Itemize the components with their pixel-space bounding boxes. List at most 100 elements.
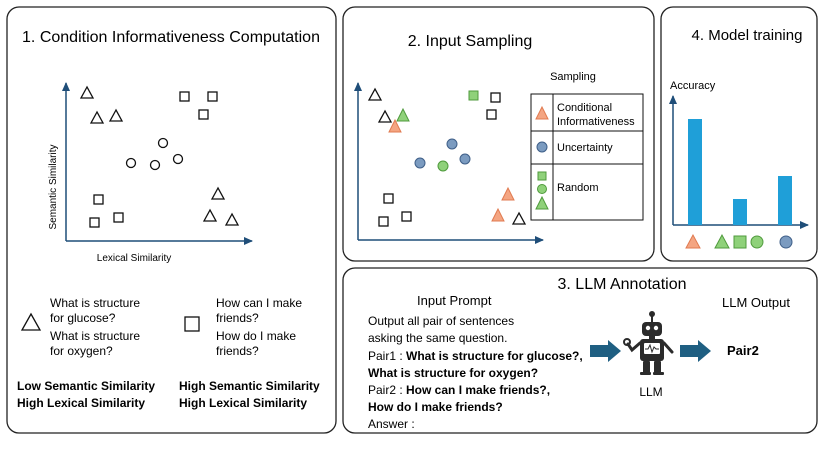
panel-1-axes <box>62 82 253 245</box>
pair2-line: Pair2 : How can I make friends?, <box>368 383 550 397</box>
orange-triangle-point <box>491 207 505 222</box>
right-example-line: friends? <box>216 311 259 325</box>
triangle-point <box>79 85 95 99</box>
pair1-sentence-a: What is structure for glucose?, <box>406 349 583 363</box>
legend-green-circle-icon <box>537 184 547 194</box>
green-square-point <box>468 90 479 101</box>
right-example-line: How can I make <box>216 296 302 310</box>
square-point <box>207 91 218 102</box>
green-square-icon <box>733 235 747 249</box>
left-example-line: What is structure <box>50 329 140 343</box>
blue-circle-point <box>459 153 471 165</box>
triangle-point <box>511 211 527 225</box>
legend-green-triangle-icon <box>535 195 549 210</box>
blue-circle-point <box>414 157 426 169</box>
pair1-line: Pair1 : What is structure for glucose?, <box>368 349 583 363</box>
orange-triangle-icon <box>685 233 701 249</box>
right-caption-line: High Lexical Similarity <box>179 396 307 410</box>
square-point <box>486 109 497 120</box>
legend-green-square-icon <box>537 171 547 181</box>
llm-output-value: Pair2 <box>727 343 759 358</box>
square-point <box>383 193 394 204</box>
legend-orange-triangle-icon <box>535 105 549 120</box>
triangle-point <box>202 208 218 222</box>
left-example-line: for glucose? <box>50 311 116 325</box>
panel-4-title: 4. Model training <box>692 27 803 44</box>
square-point <box>198 109 209 120</box>
triangle-point <box>108 108 124 122</box>
square-point <box>89 217 100 228</box>
square-point <box>93 194 104 205</box>
panel-4-ylabel: Accuracy <box>670 80 716 92</box>
triangle-point <box>367 87 383 101</box>
left-caption-line: Low Semantic Similarity <box>17 379 155 393</box>
pair2-sentence-a: How can I make friends?, <box>406 383 550 397</box>
triangle-legend-icon <box>20 312 42 331</box>
robot-icon <box>623 311 674 375</box>
triangle-point <box>224 212 240 226</box>
blue-circle-point <box>446 138 458 150</box>
left-example-line: for oxygen? <box>50 344 113 358</box>
llm-label: LLM <box>639 385 662 399</box>
square-point <box>378 216 389 227</box>
legend-blue-circle-icon <box>536 141 548 153</box>
panel-1-frame <box>6 6 337 434</box>
square-point <box>401 211 412 222</box>
panel-1-ylabel: Semantic Similarity <box>48 144 59 229</box>
right-caption-line: High Semantic Similarity <box>179 379 320 393</box>
prompt-line: asking the same question. <box>368 331 507 345</box>
circle-point <box>125 157 137 169</box>
panel-1-title: 1. Condition Informativeness Computation <box>22 29 320 46</box>
circle-point <box>157 137 169 149</box>
panel-2-frame <box>342 6 655 262</box>
panel-2-axes <box>354 82 544 244</box>
sampling-legend <box>530 93 644 221</box>
square-point <box>490 92 501 103</box>
blue-circle-icon <box>779 235 793 249</box>
llm-output-label: LLM Output <box>722 295 790 310</box>
pair2-sentence-b: How do I make friends? <box>368 400 503 414</box>
legend-label: Conditional <box>557 102 612 114</box>
prompt-line: Output all pair of sentences <box>368 314 514 328</box>
circle-point <box>172 153 184 165</box>
bar-category-icons <box>685 233 793 249</box>
accuracy-bars <box>688 119 792 225</box>
triangle-point <box>210 186 226 200</box>
panel-2-points <box>367 87 527 227</box>
green-circle-icon <box>750 235 764 249</box>
circle-point <box>149 159 161 171</box>
bar-conditional-informativeness <box>688 119 702 225</box>
left-caption-line: High Lexical Similarity <box>17 396 145 410</box>
green-triangle-icon <box>714 233 730 249</box>
panel-3-frame <box>342 267 818 434</box>
square-point <box>179 91 190 102</box>
green-triangle-point <box>396 107 410 122</box>
green-circle-point <box>437 160 449 172</box>
legend-label: Uncertainty <box>557 142 613 154</box>
input-prompt-label: Input Prompt <box>417 293 492 308</box>
pair2-label: Pair2 : <box>368 383 406 397</box>
arrow-to-llm-icon <box>590 340 621 362</box>
legend-label: Random <box>557 182 599 194</box>
triangle-point <box>89 110 105 124</box>
square-point <box>113 212 124 223</box>
sampling-legend-title: Sampling <box>550 71 596 83</box>
panel-1-xlabel: Lexical Similarity <box>97 253 171 264</box>
orange-triangle-point <box>388 118 402 133</box>
right-example-line: How do I make <box>216 329 296 343</box>
triangle-point <box>377 109 393 123</box>
left-example-line: What is structure <box>50 296 140 310</box>
arrow-to-output-icon <box>680 340 711 362</box>
bar-random <box>733 199 747 225</box>
right-example-line: friends? <box>216 344 259 358</box>
legend-label: Informativeness <box>557 116 635 128</box>
panel-1-points <box>79 85 240 228</box>
pair1-label: Pair1 : <box>368 349 406 363</box>
answer-line: Answer : <box>368 417 415 431</box>
panel-2-title: 2. Input Sampling <box>408 33 533 50</box>
bar-uncertainty <box>778 176 792 225</box>
pair1-sentence-b: What is structure for oxygen? <box>368 366 538 380</box>
square-legend-icon <box>184 316 200 332</box>
panel-3-title: 3. LLM Annotation <box>558 276 687 293</box>
